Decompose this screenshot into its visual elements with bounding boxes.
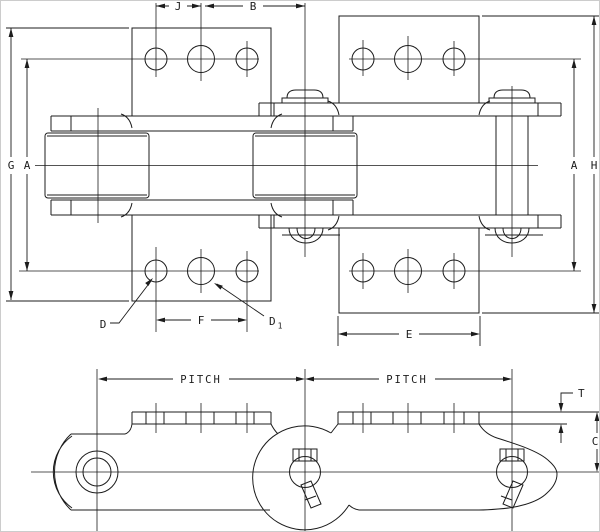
pin-head-flats — [298, 449, 519, 461]
dim-label-b: B — [250, 1, 257, 13]
dim-label-h: H — [591, 159, 598, 172]
cotter-ends — [282, 227, 543, 244]
dim-label-a-left: A — [24, 159, 31, 172]
leader-D — [110, 280, 152, 324]
dim-label-t: T — [578, 387, 585, 400]
dim-label-c: C — [592, 435, 599, 448]
pin-shaft-right — [495, 116, 529, 215]
leader-D1 — [216, 283, 265, 317]
dim-lines-T — [560, 392, 573, 443]
arrowheads-top-view — [8, 3, 597, 337]
cotter-pin-ticks — [304, 495, 513, 501]
dim-label-pitch-right: PITCH — [386, 374, 428, 386]
dim-label-d: D — [100, 318, 107, 331]
bend-fillets — [120, 100, 491, 231]
dim-lines-H — [482, 15, 599, 314]
attachment-plate-top-right — [338, 15, 480, 104]
cotter-pin-middle — [300, 480, 322, 509]
roller-edge-lines — [47, 135, 355, 196]
arrowheads-side-view — [98, 376, 599, 472]
dim-label-e: E — [406, 328, 413, 341]
sidebar-top-lines — [50, 102, 562, 132]
dim-label-f: F — [198, 314, 205, 327]
dim-lines-G — [6, 27, 129, 302]
dim-label-g: G — [8, 159, 15, 172]
roller-left — [44, 132, 150, 199]
pin-washer-right — [488, 97, 536, 104]
dim-lines-E — [337, 316, 481, 346]
pin-head-domes — [286, 89, 531, 99]
hole-centerlines-horizontal — [19, 58, 581, 272]
flange-hole-centerlines — [155, 403, 455, 433]
dim-label-a-right: A — [571, 159, 578, 172]
flange-strip-ticks — [145, 412, 465, 424]
roller-middle — [252, 132, 358, 199]
cotter-pin-right — [502, 480, 524, 509]
pin-washer-middle — [281, 97, 329, 104]
dim-label-pitch-left: PITCH — [180, 374, 222, 386]
flange-strips — [131, 411, 599, 425]
sidebar-bottom-lines — [50, 199, 562, 229]
dim-label-j: J — [175, 1, 182, 13]
side-view-centerlines — [31, 369, 599, 531]
pin-centerlines — [35, 3, 538, 257]
side-view: PITCH PITCH T C — [31, 369, 599, 531]
attachment-plate-bottom-right — [338, 227, 480, 314]
